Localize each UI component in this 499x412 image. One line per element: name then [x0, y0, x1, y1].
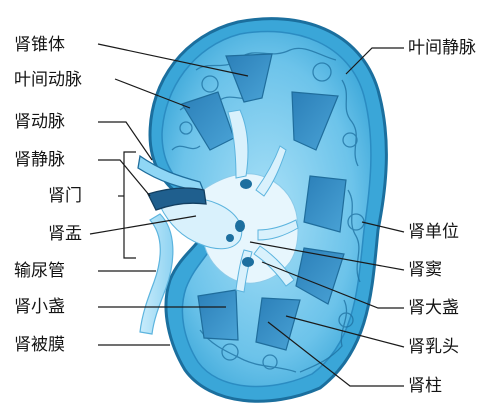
- label-interlobar-artery: 叶间动脉: [14, 70, 82, 90]
- label-renal-vein: 肾静脉: [14, 150, 65, 170]
- label-interlobar-vein: 叶间静脉: [408, 38, 476, 58]
- label-renal-hilum: 肾门: [48, 186, 82, 206]
- label-renal-artery: 肾动脉: [14, 112, 65, 132]
- label-renal-capsule: 肾被膜: [14, 335, 65, 355]
- label-renal-pyramid: 肾锥体: [14, 35, 65, 55]
- pyramid-shape: [198, 290, 238, 340]
- label-renal-column: 肾柱: [408, 376, 442, 396]
- pyramid-shape: [304, 176, 346, 232]
- label-renal-pelvis: 肾盂: [48, 224, 82, 244]
- label-renal-sinus: 肾窦: [408, 260, 442, 280]
- label-nephron: 肾单位: [408, 222, 459, 242]
- label-major-calyx: 肾大盏: [408, 298, 459, 318]
- label-ureter: 输尿管: [14, 261, 65, 281]
- label-renal-papilla: 肾乳头: [408, 337, 459, 357]
- label-minor-calyx: 肾小盏: [14, 297, 65, 317]
- leader-renal-artery: [98, 122, 152, 160]
